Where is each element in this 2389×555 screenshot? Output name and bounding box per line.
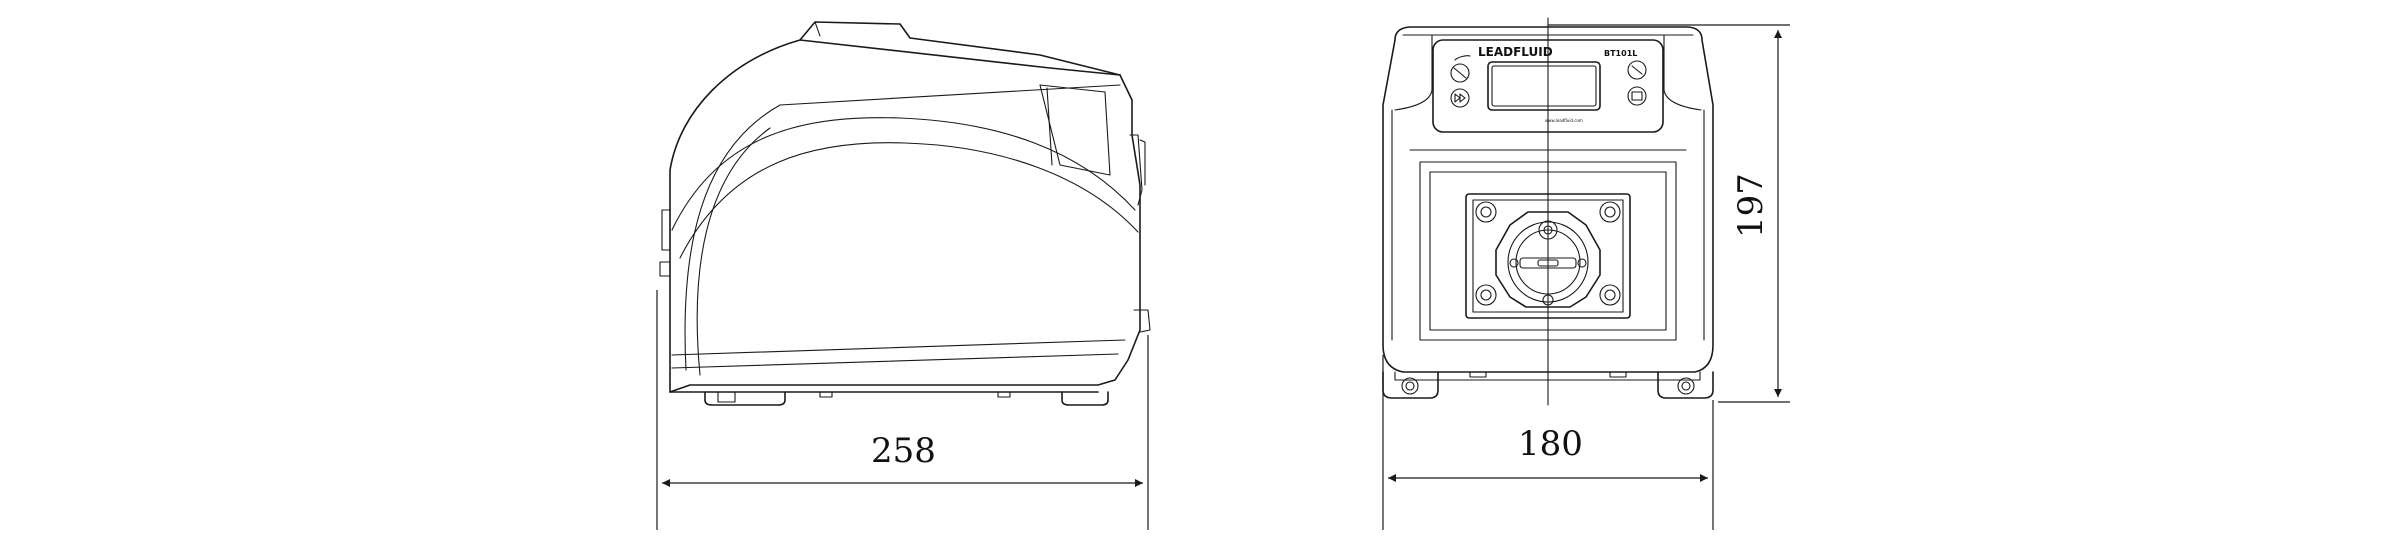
side-view xyxy=(659,21,1151,406)
brand-label: LEADFLUID xyxy=(1478,45,1553,59)
stop-icon xyxy=(1450,63,1470,83)
screw-icon xyxy=(1475,201,1621,306)
website-label: www.leadfluid.com xyxy=(1545,118,1583,123)
side-width-dimension: 258 xyxy=(656,290,1149,530)
menu-icon xyxy=(1627,86,1647,106)
front-view: LEADFLUID BT101L www.leadfluid.com xyxy=(1382,17,1714,406)
fast-forward-icon xyxy=(1450,88,1470,108)
model-label: BT101L xyxy=(1604,49,1637,58)
display-screen xyxy=(1487,61,1601,111)
front-height-dimension: 197 xyxy=(1548,24,1790,403)
side-width-label: 258 xyxy=(871,431,936,471)
front-width-label: 180 xyxy=(1518,424,1583,464)
front-height-label: 197 xyxy=(1731,173,1771,238)
direction-icon xyxy=(1627,60,1647,80)
front-width-dimension: 180 xyxy=(1382,355,1714,530)
